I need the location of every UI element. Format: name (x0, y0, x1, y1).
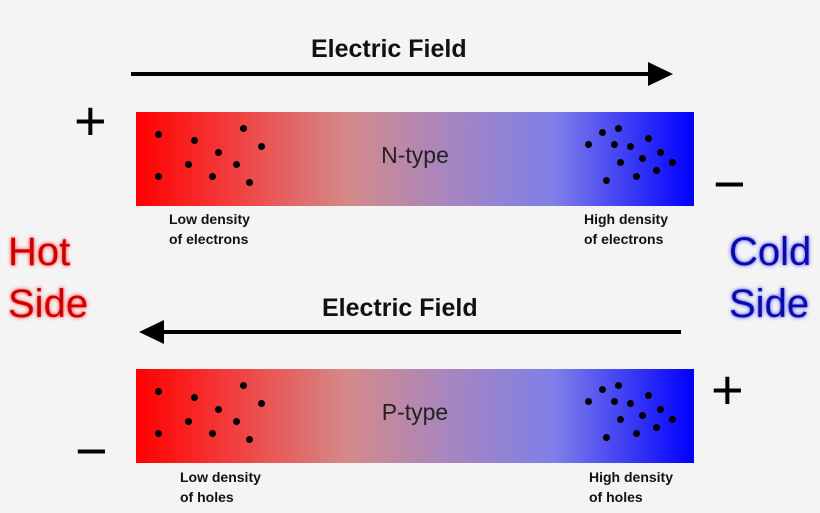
cold-side-line1: Cold (729, 230, 812, 274)
p-low-density-caption: Low density of holes (180, 467, 261, 507)
p-plus-sign: + (711, 358, 744, 421)
electron-dot (639, 155, 646, 162)
hot-side-label: Hot Side (8, 226, 88, 330)
n-high-density-caption: High density of electrons (584, 209, 668, 249)
p-type-label: P-type (381, 399, 449, 425)
hole-dot (653, 424, 660, 431)
electron-dot (233, 161, 240, 168)
electron-dot (627, 143, 634, 150)
electron-dot (191, 137, 198, 144)
hole-dot (603, 434, 610, 441)
hole-dot (617, 416, 624, 423)
electron-dot (155, 131, 162, 138)
hole-dot (585, 398, 592, 405)
hole-dot (215, 406, 222, 413)
electric-field-label-top: Electric Field (311, 35, 467, 63)
p-high-density-line1: High density (589, 469, 674, 485)
hot-side-line2: Side (8, 282, 89, 326)
hole-dot (155, 430, 162, 437)
hole-dot (246, 436, 253, 443)
n-low-density-line1: Low density (169, 211, 250, 227)
hole-dot (209, 430, 216, 437)
electron-dot (669, 159, 676, 166)
cold-side-line2: Side (729, 282, 810, 326)
electric-field-arrow-left (139, 320, 681, 344)
electron-dot (246, 179, 253, 186)
p-minus-sign: − (75, 419, 108, 482)
electron-dot (599, 129, 606, 136)
electron-dot (185, 161, 192, 168)
n-minus-sign: − (713, 152, 746, 215)
hole-dot (240, 382, 247, 389)
electric-field-label-bottom: Electric Field (322, 294, 478, 322)
hole-dot (645, 392, 652, 399)
electron-dot (215, 149, 222, 156)
electron-dot (240, 125, 247, 132)
electron-dot (653, 167, 660, 174)
hole-dot (185, 418, 192, 425)
electron-dot (633, 173, 640, 180)
electron-dot (603, 177, 610, 184)
hole-dot (657, 406, 664, 413)
hole-dot (615, 382, 622, 389)
electron-dot (645, 135, 652, 142)
n-low-density-caption: Low density of electrons (169, 209, 250, 249)
hole-dot (627, 400, 634, 407)
n-high-density-line2: of electrons (584, 231, 664, 247)
hole-dot (233, 418, 240, 425)
electron-dot (611, 141, 618, 148)
electron-dot (657, 149, 664, 156)
electron-dot (155, 173, 162, 180)
p-type-bar: P-type (136, 369, 694, 463)
p-low-density-line2: of holes (180, 489, 234, 505)
electron-dot (258, 143, 265, 150)
hole-dot (669, 416, 676, 423)
n-plus-sign: + (74, 89, 107, 152)
hole-dot (599, 386, 606, 393)
hole-dot (639, 412, 646, 419)
hole-dot (611, 398, 618, 405)
p-high-density-line2: of holes (589, 489, 643, 505)
hole-dot (258, 400, 265, 407)
electron-dot (209, 173, 216, 180)
hole-dot (191, 394, 198, 401)
electric-field-arrow-right (131, 62, 673, 86)
electron-dot (615, 125, 622, 132)
hole-dot (633, 430, 640, 437)
n-high-density-line1: High density (584, 211, 669, 227)
hot-side-line1: Hot (8, 230, 71, 274)
electron-dot (617, 159, 624, 166)
n-low-density-line2: of electrons (169, 231, 249, 247)
p-high-density-caption: High density of holes (589, 467, 673, 507)
n-type-label: N-type (381, 142, 449, 168)
cold-side-label: Cold Side (729, 226, 811, 330)
n-type-bar: N-type (136, 112, 694, 206)
p-low-density-line1: Low density (180, 469, 261, 485)
electron-dot (585, 141, 592, 148)
hole-dot (155, 388, 162, 395)
